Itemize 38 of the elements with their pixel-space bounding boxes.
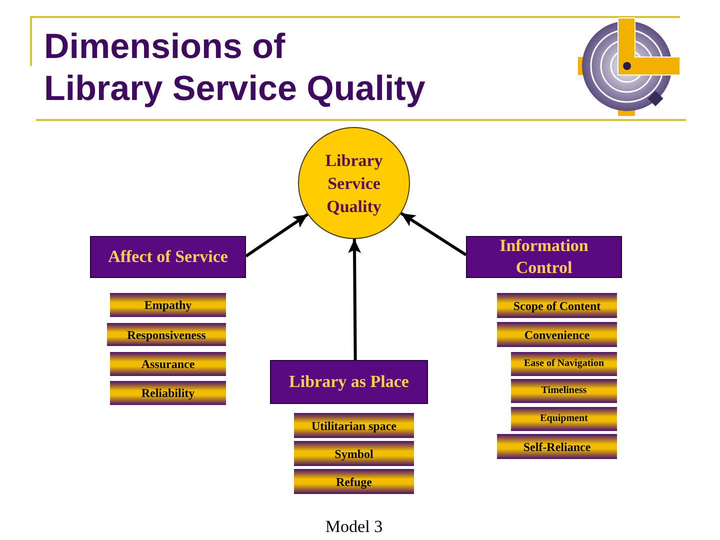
attribute-bar	[294, 469, 414, 494]
node-label: Timeliness	[541, 385, 587, 397]
node-label: Scope of Content	[513, 298, 601, 312]
arrow	[245, 213, 308, 258]
attribute-bar	[497, 434, 617, 459]
node-label: Symbol	[334, 446, 374, 460]
node-label: Responsiveness	[127, 328, 206, 342]
arrow	[400, 212, 467, 256]
figure-caption: Model 3	[325, 517, 383, 537]
attribute-bar	[511, 352, 617, 376]
attribute-bar	[497, 322, 617, 347]
node-label: Equipment	[540, 413, 588, 425]
attribute-bar	[110, 381, 226, 405]
node-label: Library as Place	[289, 371, 409, 393]
node-label: Ease of Navigation	[524, 358, 604, 370]
node-label: Library Service Quality	[324, 150, 384, 218]
attribute-bar	[294, 413, 414, 438]
attribute-bar	[110, 293, 226, 317]
node-label: Refuge	[336, 474, 372, 488]
node-label: Assurance	[141, 357, 195, 371]
attribute-bar	[107, 323, 226, 346]
node-label: Convenience	[524, 328, 590, 342]
dimension-box	[466, 236, 622, 278]
attribute-bar	[294, 441, 414, 466]
attribute-bar	[511, 379, 617, 403]
attribute-bar	[110, 352, 226, 376]
dimension-box	[90, 236, 246, 278]
attribute-bar	[497, 293, 617, 318]
dimension-box	[270, 360, 428, 404]
node-label: Utilitarian space	[312, 418, 396, 432]
node-label: Empathy	[144, 298, 192, 312]
node-label: Reliability	[141, 386, 195, 400]
arrow	[348, 238, 362, 360]
slide-title: Dimensions of Library Service Quality	[44, 26, 426, 110]
attribute-bar	[511, 407, 617, 431]
node-label: Self-Reliance	[523, 440, 591, 454]
node-label: Information Control	[498, 235, 590, 279]
node-label: Affect of Service	[108, 246, 228, 268]
